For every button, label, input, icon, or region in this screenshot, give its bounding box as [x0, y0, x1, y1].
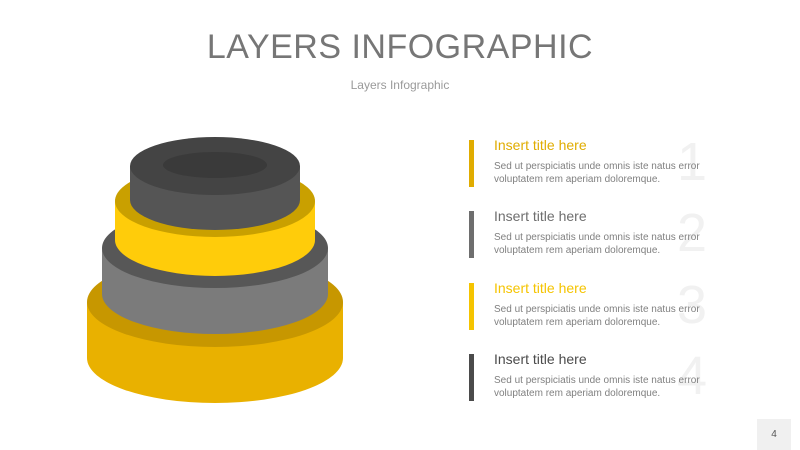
slide-subtitle: Layers Infographic: [350, 78, 450, 92]
item-title: Insert title here: [494, 137, 587, 153]
item-accent-bar: [469, 354, 474, 401]
item-title: Insert title here: [494, 208, 587, 224]
item-number: 3: [676, 275, 707, 335]
item-text: Sed ut perspiciatis unde omnis iste natu…: [494, 161, 700, 185]
item-title: Insert title here: [494, 351, 587, 367]
item-number: 1: [676, 132, 707, 192]
page-number: 4: [757, 419, 791, 450]
item-number: 2: [676, 203, 707, 263]
list-item-3: 3 Insert title here Sed ut perspiciatis …: [469, 275, 719, 335]
layer-1: [130, 137, 300, 230]
item-text: Sed ut perspiciatis unde omnis iste natu…: [494, 304, 700, 328]
item-title: Insert title here: [494, 280, 587, 296]
item-accent-bar: [469, 140, 474, 187]
list-item-4: 4 Insert title here Sed ut perspiciatis …: [469, 346, 719, 406]
item-text: Sed ut perspiciatis unde omnis iste natu…: [494, 375, 700, 399]
item-accent-bar: [469, 211, 474, 258]
list-item-2: 2 Insert title here Sed ut perspiciatis …: [469, 203, 719, 263]
slide-title: LAYERS INFOGRAPHIC: [206, 28, 594, 66]
list-item-1: 1 Insert title here Sed ut perspiciatis …: [469, 132, 719, 192]
item-accent-bar: [469, 283, 474, 330]
item-text: Sed ut perspiciatis unde omnis iste natu…: [494, 232, 700, 256]
item-number: 4: [676, 346, 707, 406]
